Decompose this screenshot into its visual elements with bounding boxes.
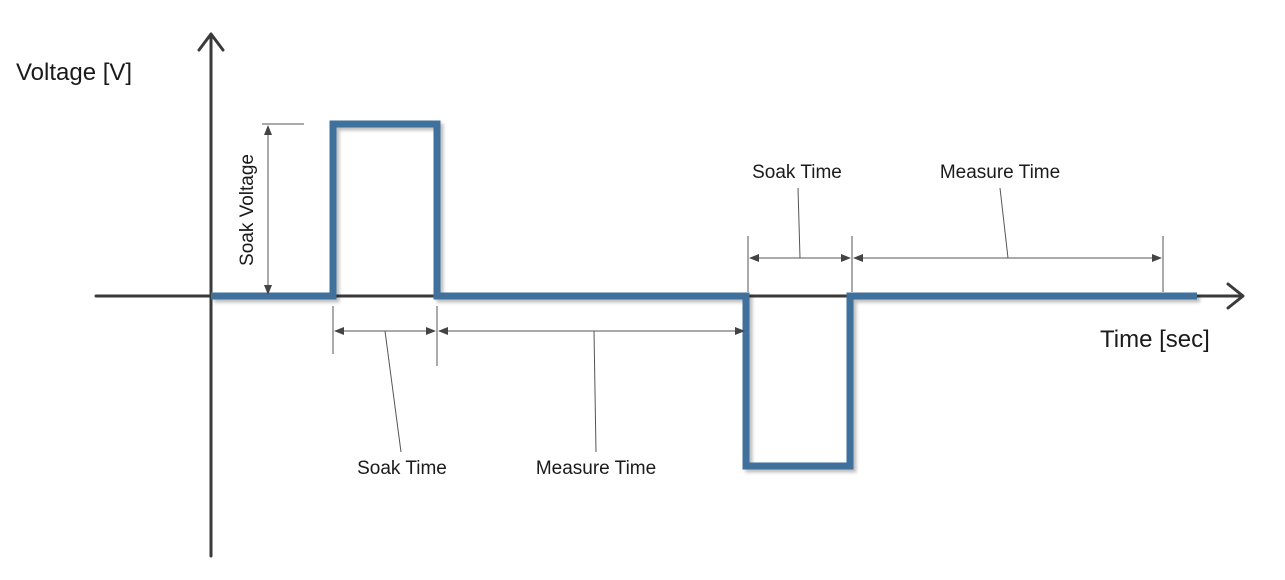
soak-time-1-leader [384, 330, 402, 453]
soak-voltage-label: Soak Voltage [237, 154, 258, 266]
soak-time-label-2: Soak Time [752, 162, 842, 183]
x-axis-arrowhead [1226, 282, 1245, 310]
dimension-lines [262, 123, 1164, 453]
y-axis-arrowhead [197, 32, 225, 52]
soak-time-label-1: Soak Time [357, 458, 447, 479]
soak-time-2-leader [797, 187, 801, 259]
x-axis-label: Time [sec] [1100, 326, 1210, 353]
measure-time-2-leader [999, 187, 1009, 259]
measure-time-label-2: Measure Time [940, 162, 1060, 183]
y-axis-label: Voltage [V] [16, 59, 132, 86]
measure-time-1-leader [593, 330, 597, 453]
measure-time-label-1: Measure Time [536, 458, 656, 479]
voltage-waveform [211, 120, 1197, 470]
